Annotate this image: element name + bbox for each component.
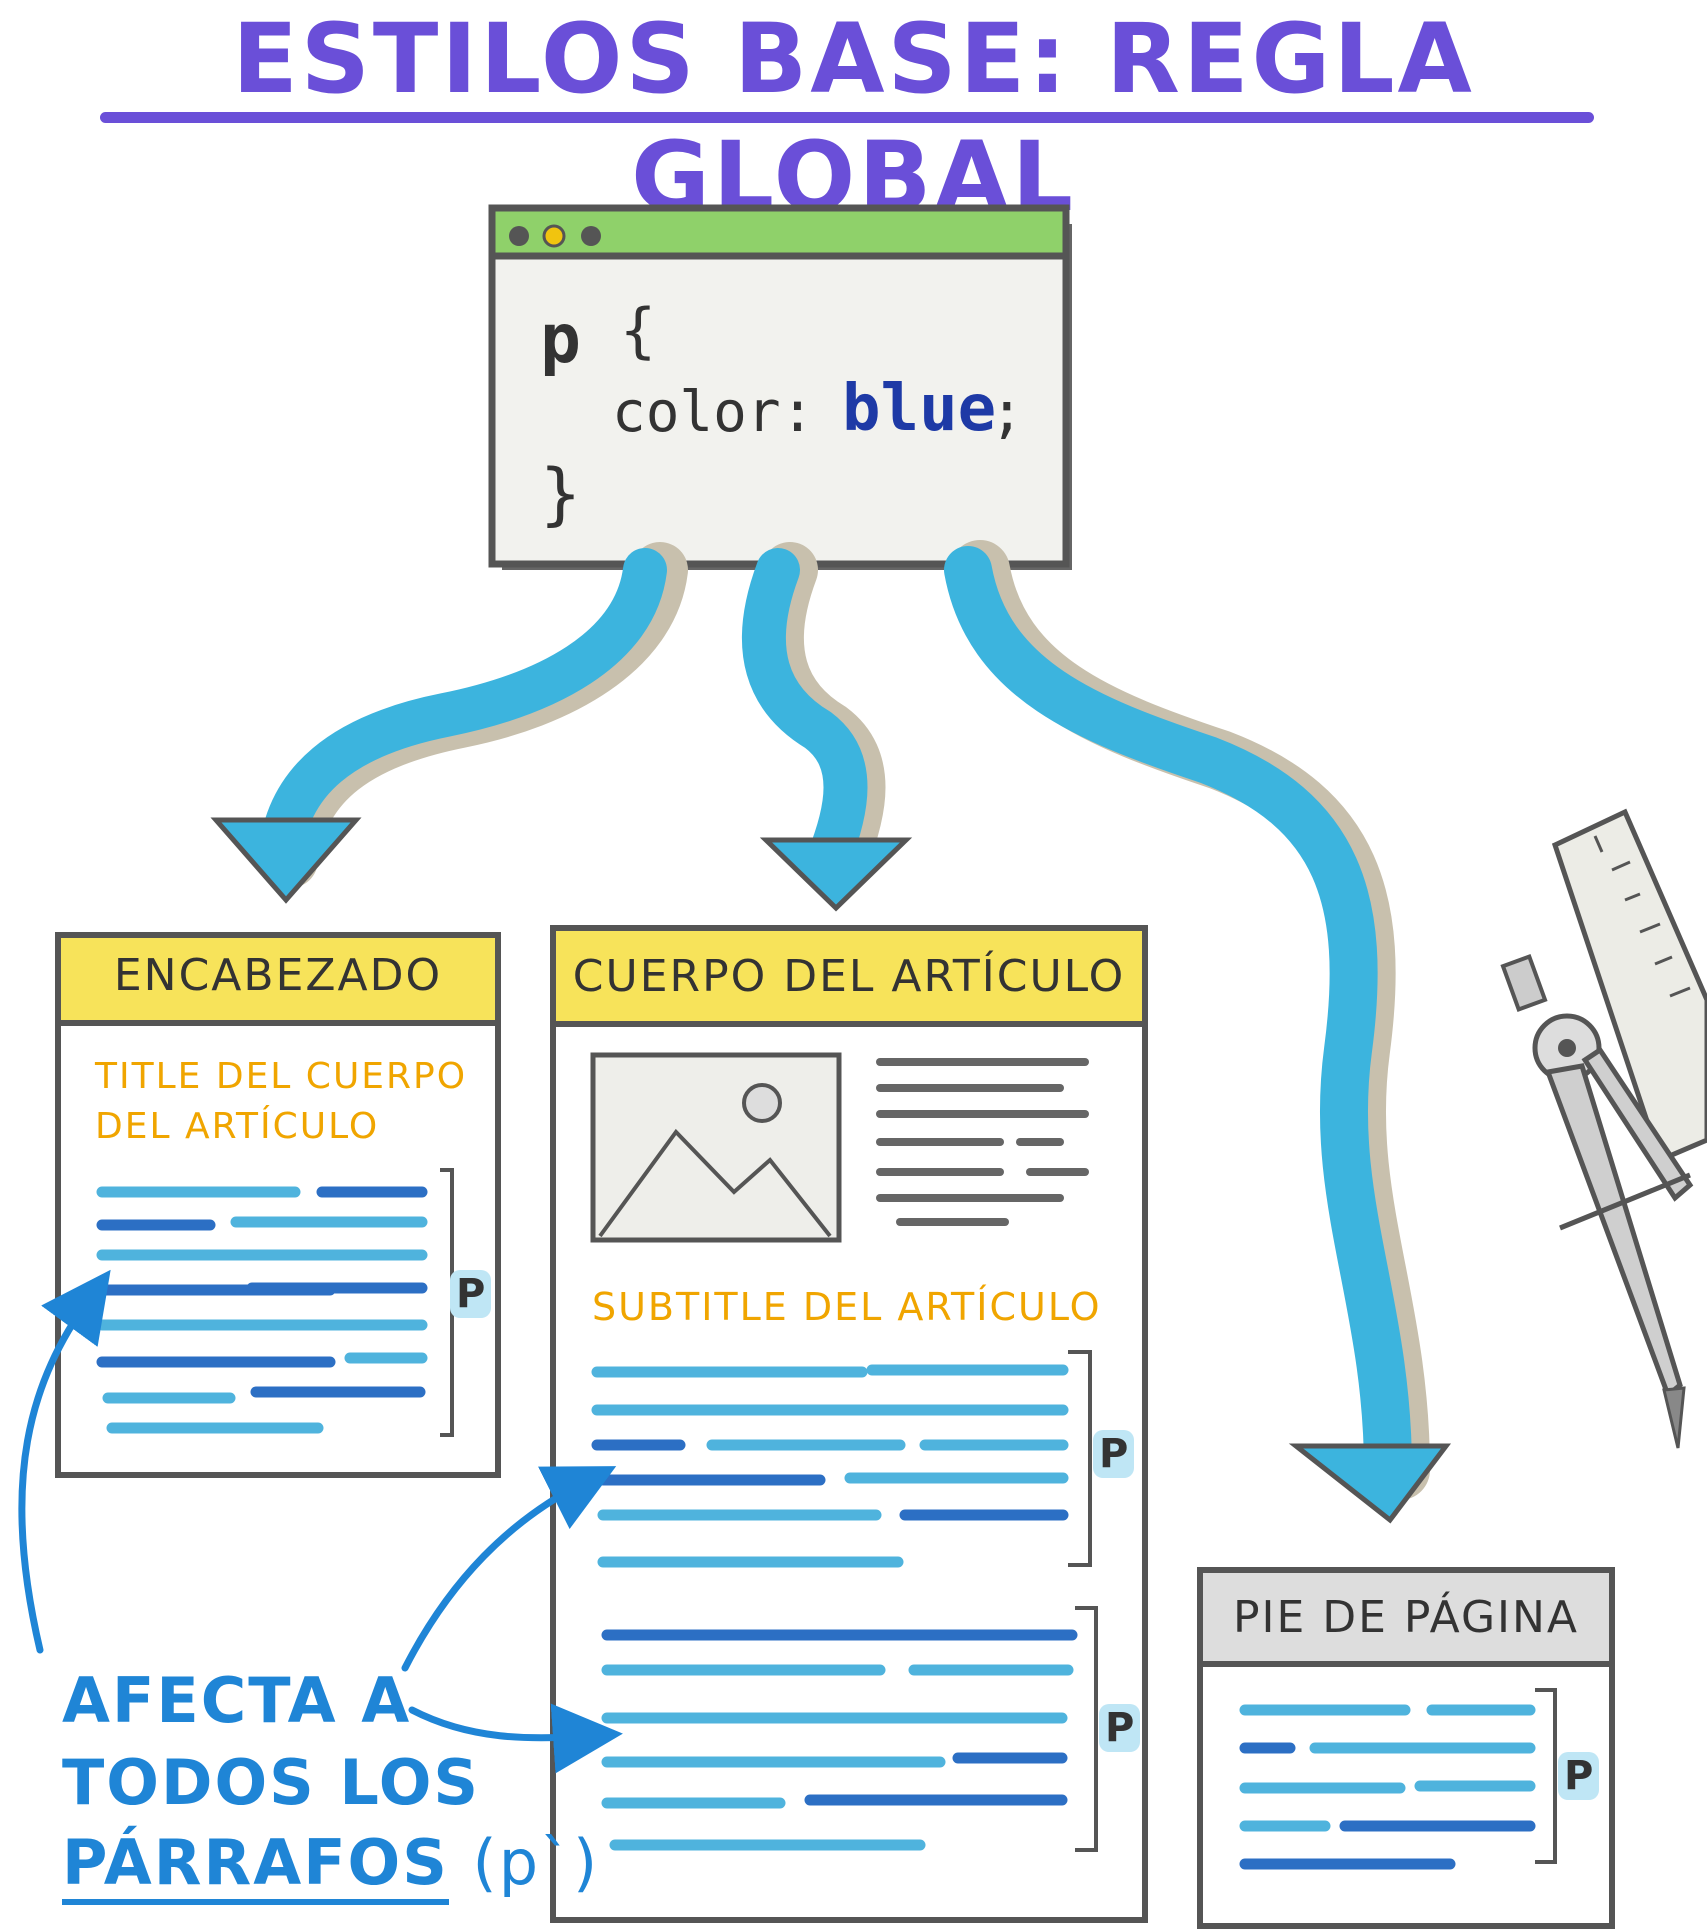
header-title-line2: DEL ARTÍCULO xyxy=(95,1106,380,1147)
code-value: blue xyxy=(842,372,997,446)
body-p-label-2: P xyxy=(1099,1704,1141,1752)
callout-line1: AFECTA A xyxy=(62,1664,412,1737)
title-underline xyxy=(100,112,1594,123)
body-p-label-1: P xyxy=(1093,1430,1135,1478)
image-placeholder-icon xyxy=(590,1052,842,1243)
page-title: ESTILOS BASE: REGLA GLOBAL xyxy=(232,3,1475,233)
footer-card-label: PIE DE PÁGINA xyxy=(1232,1592,1580,1643)
window-dot-1 xyxy=(509,226,529,246)
css-code-window xyxy=(488,204,1072,570)
arrow-to-body xyxy=(741,542,913,912)
compass-icon xyxy=(1500,954,1694,1449)
body-card-label: CUERPO DEL ARTÍCULO xyxy=(572,951,1126,1002)
callout-arrows xyxy=(18,1269,623,1774)
header-p-label: P xyxy=(450,1270,492,1318)
code-property: color: xyxy=(612,380,815,445)
callout-suffix: (p`) xyxy=(472,1826,600,1899)
header-card xyxy=(55,932,501,1478)
code-close-brace: } xyxy=(540,455,581,534)
header-title-line1: TITLE DEL CUERPO xyxy=(95,1056,468,1097)
callout-line2: TODOS LOS xyxy=(62,1746,481,1819)
callout-word-parrafos: PÁRRAFOS xyxy=(62,1826,449,1905)
body-card xyxy=(550,925,1148,1923)
arrow-to-footer xyxy=(944,540,1452,1524)
arrow-to-header xyxy=(210,542,688,904)
body-subtitle: SUBTITLE DEL ARTÍCULO xyxy=(592,1285,1102,1329)
code-open-brace: { xyxy=(620,296,657,366)
footer-p-label: P xyxy=(1558,1752,1600,1800)
ruler-icon xyxy=(1551,808,1707,1164)
code-selector: p xyxy=(540,300,581,379)
header-card-label: ENCABEZADO xyxy=(113,950,443,1001)
footer-card xyxy=(1197,1567,1615,1929)
window-dot-2 xyxy=(542,224,566,248)
window-dot-3 xyxy=(581,226,601,246)
code-semicolon: ; xyxy=(990,380,1024,445)
callout-line3: PÁRRAFOS (p`) xyxy=(62,1822,600,1905)
